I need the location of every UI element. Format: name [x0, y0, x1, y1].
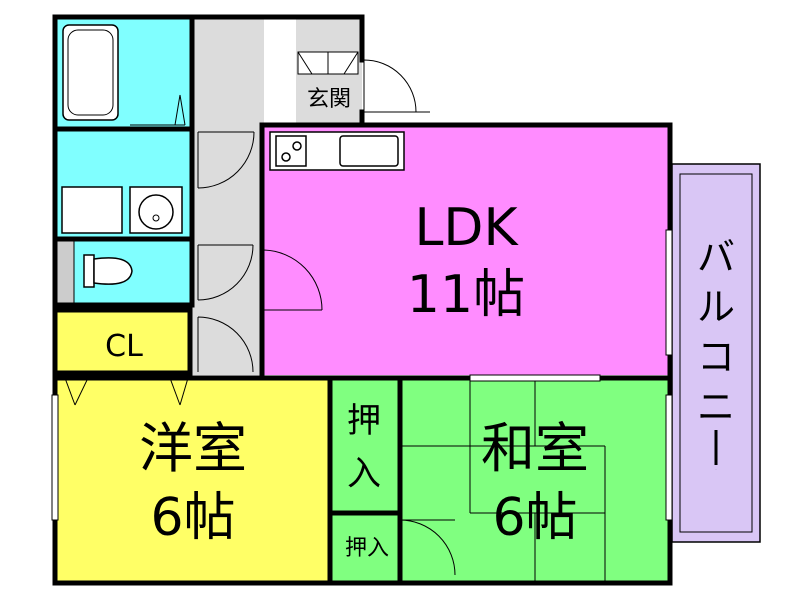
storage-upper [330, 378, 400, 513]
entrance-label: 玄関 [307, 87, 351, 112]
japanese-top-door [469, 374, 601, 382]
kitchen-counter [269, 131, 405, 171]
japanese-window [665, 394, 673, 521]
western-name: 洋室 [139, 417, 247, 480]
washing-machine-pan-icon [61, 186, 123, 234]
balcony-outer [671, 163, 761, 543]
stove-icon [275, 135, 307, 167]
western-size: 6帖 [150, 488, 235, 548]
storage-door [399, 519, 456, 576]
washbasin-icon [129, 186, 183, 234]
balcony [671, 163, 761, 543]
ldk-name: LDK [414, 198, 519, 258]
balcony-label: バ ル コ ニ ー [697, 235, 735, 471]
ldk-size: 11帖 [407, 265, 525, 325]
shoe-cabinet-icon [297, 51, 359, 75]
balcony-char-4: ニ [697, 385, 735, 429]
japanese-name: 和室 [481, 417, 589, 480]
bathtub-icon [62, 24, 119, 121]
balcony-char-1: バ [697, 235, 735, 279]
balcony-char-2: ル [697, 285, 735, 329]
entrance-door [363, 59, 430, 113]
balcony-char-3: コ [697, 335, 735, 379]
svg-text:ー: ー [716, 469, 717, 471]
western-window [51, 394, 59, 521]
bath-door-marks [130, 94, 186, 126]
western-room [55, 378, 330, 583]
storage-lower-label: 押入 [345, 536, 389, 561]
balcony-inner [679, 173, 753, 533]
japanese-size: 6帖 [492, 488, 577, 548]
closet-room [55, 310, 190, 373]
storage-upper-label-2: 入 [347, 454, 381, 494]
tatami-lines [400, 378, 606, 583]
hallway [192, 17, 264, 375]
ldk-window [665, 229, 673, 356]
storage-upper-label-1: 押 [347, 401, 381, 441]
toilet-icon [83, 254, 133, 288]
western-closet-door [64, 377, 189, 406]
sink-icon [339, 135, 399, 167]
closet-label: CL [105, 329, 143, 364]
toilet-wall-block [54, 238, 75, 306]
storage-lower [330, 513, 400, 583]
hallway-doors [197, 131, 255, 373]
ldk-door [263, 249, 323, 311]
